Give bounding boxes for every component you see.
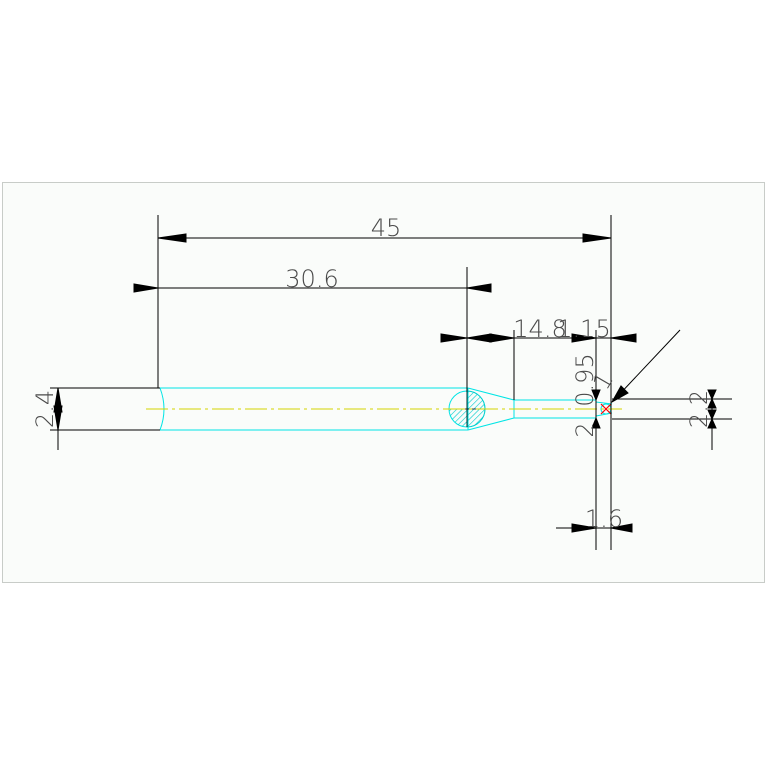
label-taper-length: 14.8 [513, 315, 566, 343]
arrow-2-4-bottom [53, 405, 63, 431]
part-outline [159, 387, 613, 431]
tip-marker [600, 403, 612, 415]
label-neck-a: 0.95 [571, 353, 599, 406]
arrow-14-8-end [489, 333, 515, 343]
section-hatch-left [449, 409, 467, 427]
drawing-frame [2, 182, 765, 583]
arrow-14-8-left [440, 333, 468, 343]
label-shank-diameter: 2.4 [31, 390, 59, 428]
arrow-1-15-right [610, 333, 637, 343]
leader-line-tip [615, 329, 681, 399]
label-neck-b: 2 [571, 422, 599, 437]
tip-bottom-edge [595, 412, 613, 417]
arrow-1-15-left [571, 333, 597, 343]
arrow-2-2-bottom [707, 417, 717, 429]
label-body-length: 30.6 [285, 265, 338, 293]
label-tip-length: 1.15 [557, 315, 610, 343]
arrow-45-right [582, 233, 612, 243]
arrow-1-6-left [571, 523, 597, 533]
arrow-2-2-top [707, 389, 717, 401]
arrow-30-6-right [466, 283, 492, 293]
arrow-neck-top [591, 389, 601, 402]
arrow-2-2-top-in [707, 397, 717, 409]
arrow-neck-bottom [591, 416, 601, 429]
arrow-1-6-right [610, 523, 633, 533]
arrow-2-2-bottom-in [707, 409, 717, 421]
arrow-45-left [157, 233, 187, 243]
tip-top-edge [595, 401, 613, 405]
arrow-30-6-left [133, 283, 159, 293]
leader-arrow-tip [610, 385, 629, 404]
label-overall-length: 45 [371, 214, 402, 242]
taper-bottom-edge [467, 417, 515, 431]
taper-top-edge [467, 387, 515, 401]
label-flute-diameter: 1.6 [585, 505, 623, 533]
label-neck-diameter: 2.2 [685, 390, 713, 428]
dimension-lines [50, 215, 732, 550]
arrow-14-8-right [466, 333, 492, 343]
